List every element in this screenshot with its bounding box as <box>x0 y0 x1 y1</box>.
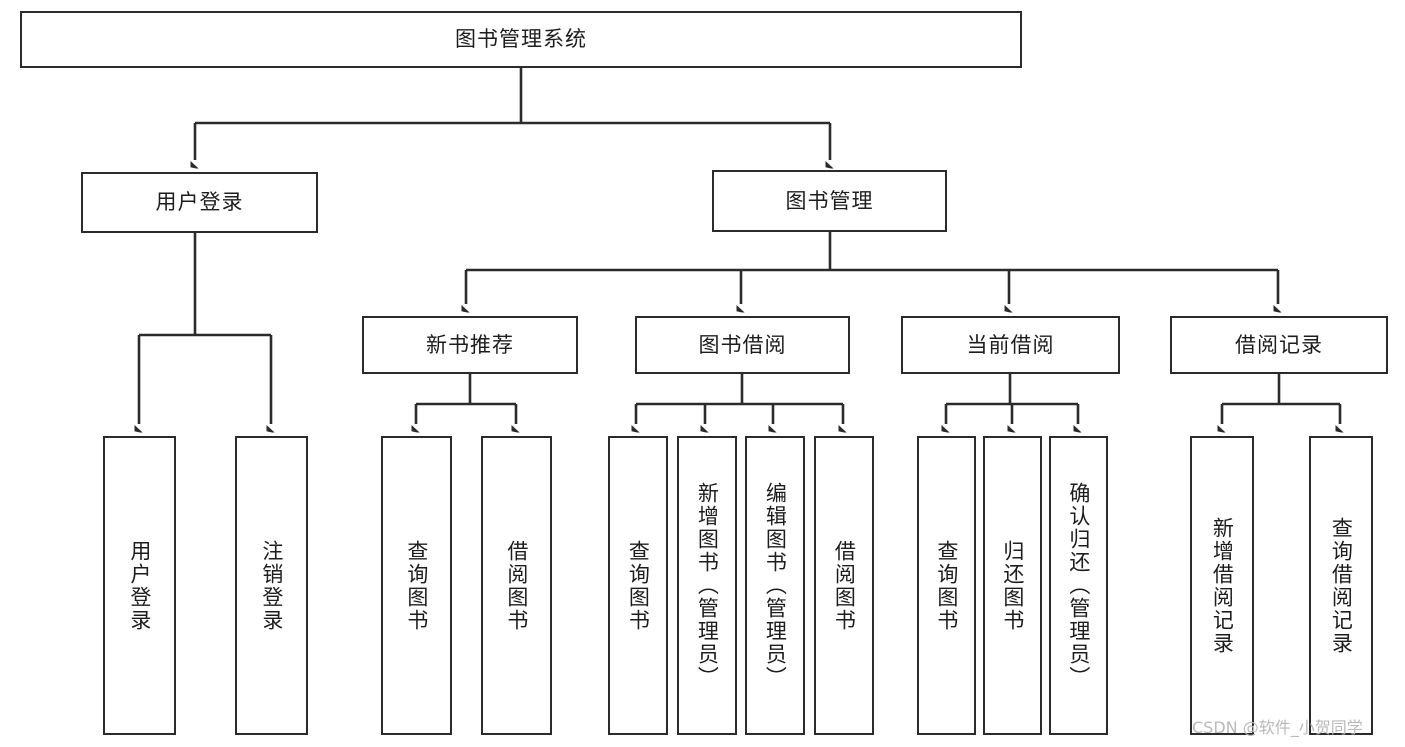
node-label: 图书管理 <box>785 188 874 213</box>
leaf-confirm-return[interactable]: 确认归还（管理员） <box>1049 436 1108 735</box>
node-label: 查询图书 <box>404 539 429 632</box>
node-label: 当前借阅 <box>966 332 1055 357</box>
node-label: 用户登录 <box>127 539 152 632</box>
node-label: 用户登录 <box>155 190 244 214</box>
leaf-query-book-current[interactable]: 查询图书 <box>917 436 976 735</box>
node-label: 查询借阅记录 <box>1329 516 1354 655</box>
node-label: 新增图书（管理员） <box>695 482 720 689</box>
node-label: 图书借阅 <box>698 332 787 357</box>
leaf-add-borrow-record[interactable]: 新增借阅记录 <box>1190 436 1254 735</box>
node-book-borrow[interactable]: 图书借阅 <box>635 316 850 374</box>
node-label: 编辑图书（管理员） <box>763 482 788 689</box>
leaf-return-book[interactable]: 归还图书 <box>983 436 1042 735</box>
node-new-book-recommend[interactable]: 新书推荐 <box>362 316 578 374</box>
watermark-text: CSDN @软件_小贺同学 <box>1192 718 1363 737</box>
node-label: 借阅记录 <box>1235 332 1323 357</box>
node-label: 归还图书 <box>1000 539 1025 632</box>
node-label: 借阅图书 <box>832 539 857 632</box>
node-user-login[interactable]: 用户登录 <box>81 172 318 233</box>
node-label: 图书管理系统 <box>455 27 587 51</box>
node-book-management[interactable]: 图书管理 <box>712 170 947 232</box>
node-label: 新书推荐 <box>426 332 514 357</box>
node-borrow-record[interactable]: 借阅记录 <box>1170 316 1388 374</box>
node-label: 确认归还（管理员） <box>1066 482 1091 689</box>
node-label: 查询图书 <box>626 539 651 632</box>
node-current-borrow[interactable]: 当前借阅 <box>901 316 1120 374</box>
node-label: 新增借阅记录 <box>1210 516 1235 655</box>
leaf-borrow-book[interactable]: 借阅图书 <box>814 436 874 735</box>
node-root-book-management-system[interactable]: 图书管理系统 <box>20 11 1022 68</box>
leaf-user-login[interactable]: 用户登录 <box>103 436 176 735</box>
node-label: 注销登录 <box>259 539 284 632</box>
leaf-query-borrow-record[interactable]: 查询借阅记录 <box>1309 436 1373 735</box>
leaf-query-book-borrow[interactable]: 查询图书 <box>608 436 668 735</box>
leaf-edit-book[interactable]: 编辑图书（管理员） <box>745 436 805 735</box>
node-label: 借阅图书 <box>504 539 529 632</box>
leaf-borrow-book-recommend[interactable]: 借阅图书 <box>481 436 552 735</box>
leaf-add-book[interactable]: 新增图书（管理员） <box>677 436 737 735</box>
node-label: 查询图书 <box>934 539 959 632</box>
leaf-logout-login[interactable]: 注销登录 <box>235 436 308 735</box>
leaf-query-book-recommend[interactable]: 查询图书 <box>381 436 452 735</box>
